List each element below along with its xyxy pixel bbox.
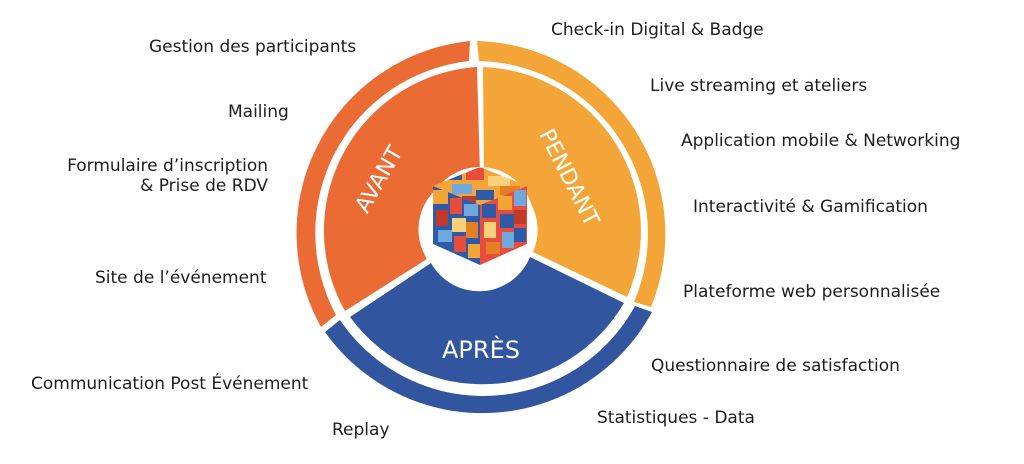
label-statistiques: Statistiques - Data	[597, 408, 755, 428]
label-questionnaire: Questionnaire de satisfaction	[651, 356, 900, 376]
label-gestion-participants: Gestion des participants	[149, 37, 356, 57]
label-interactivite: Interactivité & Gamification	[693, 197, 928, 217]
phase-label-apres: APRÈS	[442, 335, 520, 364]
label-checkin: Check-in Digital & Badge	[551, 20, 764, 40]
label-site-evenement: Site de l’événement	[95, 268, 267, 288]
label-plateforme-web: Plateforme web personnalisée	[683, 282, 940, 302]
label-mailing: Mailing	[228, 102, 289, 122]
label-formulaire-line1: Formulaire d’inscription	[36, 156, 268, 176]
label-formulaire-line2: & Prise de RDV	[36, 176, 268, 196]
label-replay: Replay	[332, 420, 390, 440]
label-communication-post: Communication Post Événement	[31, 374, 308, 394]
label-application-mobile: Application mobile & Networking	[681, 131, 960, 151]
label-formulaire: Formulaire d’inscription & Prise de RDV	[36, 156, 268, 196]
label-live-streaming: Live streaming et ateliers	[650, 76, 867, 96]
